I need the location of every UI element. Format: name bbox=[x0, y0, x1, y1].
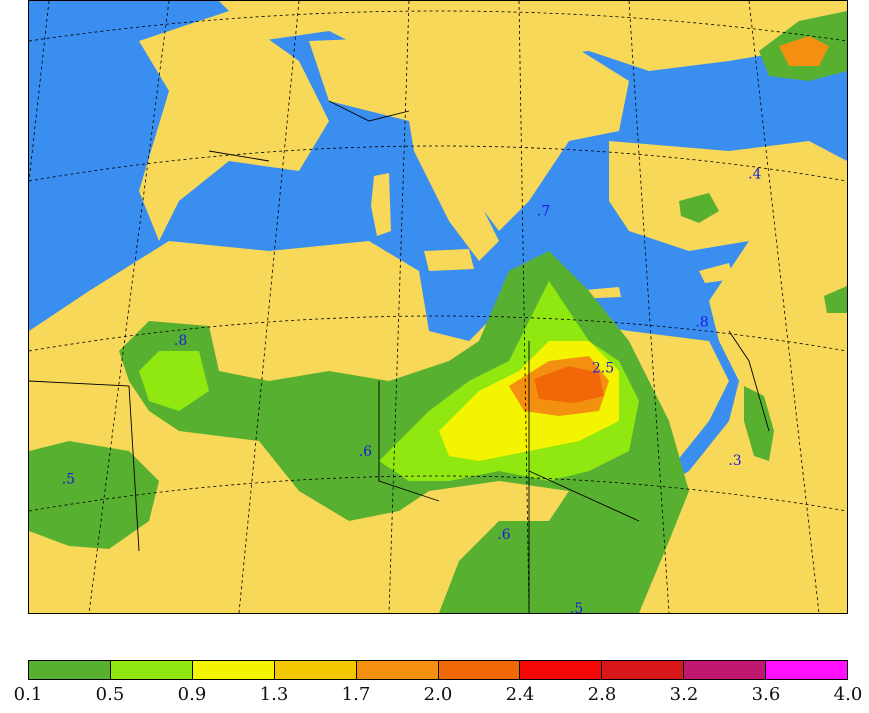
colorbar-segment-5 bbox=[438, 661, 521, 679]
graticule-lon-7 bbox=[748, 1, 820, 613]
land-cyprus bbox=[699, 263, 734, 283]
border-6 bbox=[208, 150, 270, 162]
contour-labels: 2.3.4.7.82.5.8.3.5.6.6.5 bbox=[62, 166, 762, 613]
contour-label-1: .4 bbox=[748, 166, 761, 182]
graticule-lon-5 bbox=[518, 1, 530, 613]
contour-sw-blob bbox=[29, 441, 159, 549]
contour-label-4: 2.5 bbox=[592, 361, 614, 377]
map-panel: 2.3.4.7.82.5.8.3.5.6.6.5 bbox=[28, 0, 848, 614]
colorbar-tick-label: 4.0 bbox=[833, 684, 863, 705]
colorbar-tick-label: 3.6 bbox=[751, 684, 781, 705]
contour-label-9: .6 bbox=[497, 527, 510, 543]
graticule-lon-2 bbox=[88, 1, 170, 613]
colorbar-ticks: 0.1 0.5 0.9 1.3 1.7 2.0 2.4 2.8 3.2 3.6 4.0 bbox=[14, 684, 863, 708]
contour-label-6: .3 bbox=[728, 453, 741, 469]
aerosol-contours bbox=[29, 11, 847, 613]
land-iberia-france bbox=[139, 11, 329, 241]
contour-plume-deep bbox=[534, 366, 604, 403]
graticule-lat-1 bbox=[29, 10, 847, 42]
land-sicily bbox=[424, 249, 474, 271]
contour-east-edge bbox=[824, 286, 847, 313]
land-italy bbox=[409, 121, 499, 261]
land-layer bbox=[29, 1, 847, 613]
country-borders bbox=[29, 100, 770, 613]
colorbar-tick-label: 3.2 bbox=[669, 684, 699, 705]
colorbar-segment-1 bbox=[110, 661, 193, 679]
contour-turkey-small bbox=[679, 193, 719, 223]
colorbar-segment-6 bbox=[520, 661, 603, 679]
contour-label-3: .8 bbox=[695, 314, 708, 330]
colorbar-segment-7 bbox=[602, 661, 685, 679]
contour-west-patch bbox=[139, 351, 209, 411]
contour-label-5: .8 bbox=[174, 333, 187, 349]
graticule bbox=[29, 1, 847, 613]
border-5 bbox=[328, 100, 410, 122]
graticule-lat-3 bbox=[29, 315, 847, 352]
colorbar-tick-label: 2.8 bbox=[587, 684, 617, 705]
colorbar-tick-label: 0.5 bbox=[95, 684, 125, 705]
colorbar-segment-0 bbox=[29, 661, 111, 679]
contour-label-7: .5 bbox=[62, 472, 75, 488]
colorbar-tick-label: 0.1 bbox=[13, 684, 43, 705]
colorbar bbox=[28, 660, 848, 680]
colorbar-segment-2 bbox=[192, 661, 275, 679]
contour-label-8: .6 bbox=[359, 444, 372, 460]
colorbar-tick-label: 2.4 bbox=[505, 684, 535, 705]
colorbar-segment-3 bbox=[274, 661, 357, 679]
land-central-europe bbox=[309, 31, 629, 231]
colorbar-segment-9 bbox=[766, 661, 848, 679]
colorbar-tick-label: 1.3 bbox=[259, 684, 289, 705]
colorbar-segment-8 bbox=[684, 661, 767, 679]
border-1 bbox=[29, 380, 140, 552]
colorbar-segment-4 bbox=[356, 661, 439, 679]
contour-redsea bbox=[744, 386, 774, 461]
border-2 bbox=[378, 381, 440, 502]
colorbar-tick-label: 0.9 bbox=[177, 684, 207, 705]
graticule-lon-1 bbox=[29, 1, 50, 182]
contour-label-2: .7 bbox=[537, 203, 550, 219]
land-sardinia bbox=[371, 173, 391, 236]
colorbar-tick-label: 2.0 bbox=[423, 684, 453, 705]
graticule-lat-4 bbox=[29, 475, 847, 512]
contour-caspian-orange bbox=[779, 36, 829, 66]
contour-label-10: .5 bbox=[570, 601, 583, 613]
border-7 bbox=[728, 330, 770, 432]
graticule-lon-4 bbox=[388, 1, 410, 613]
colorbar-tick-label: 1.7 bbox=[341, 684, 371, 705]
map-svg: 2.3.4.7.82.5.8.3.5.6.6.5 bbox=[29, 1, 847, 613]
graticule-lon-6 bbox=[628, 1, 670, 613]
graticule-lat-2 bbox=[29, 145, 847, 182]
graticule-lon-3 bbox=[238, 1, 300, 613]
border-4 bbox=[528, 470, 640, 522]
